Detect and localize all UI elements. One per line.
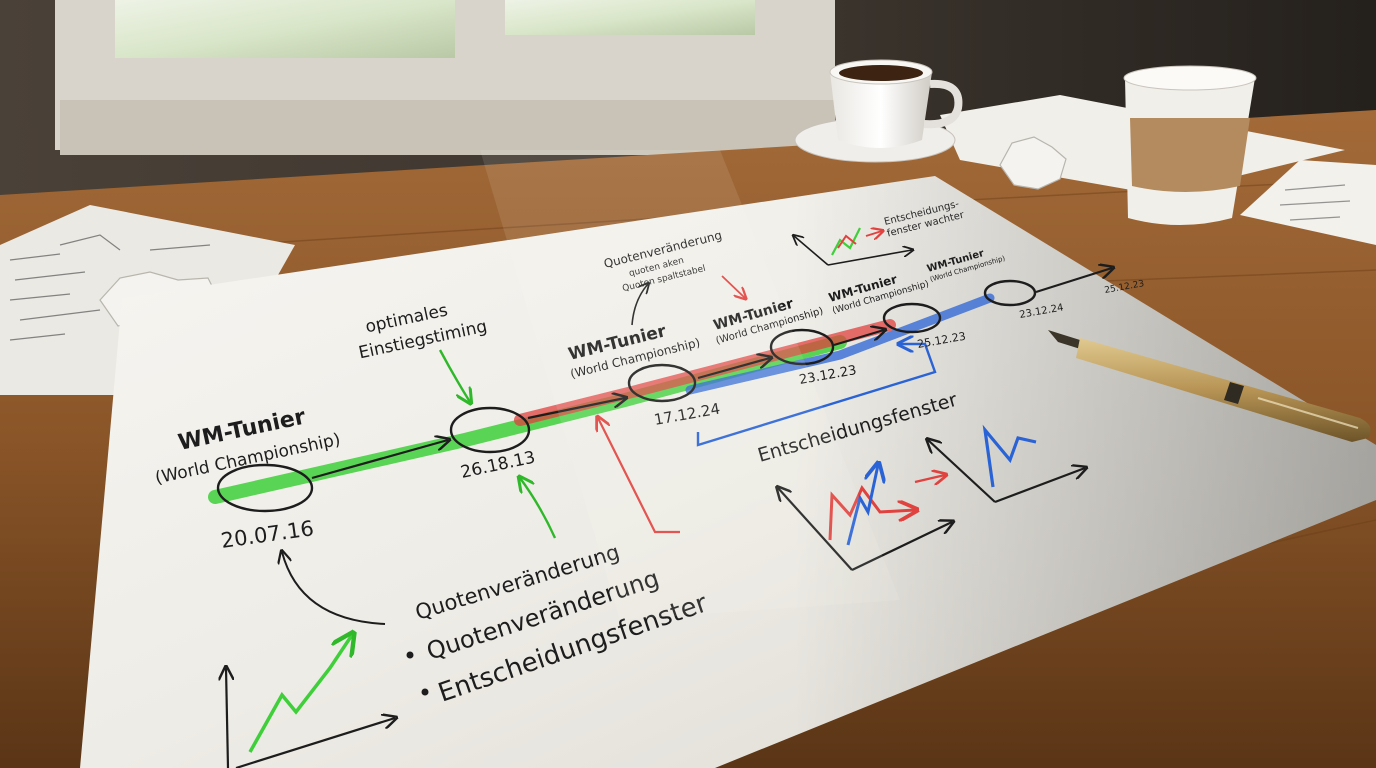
bullet-dot-1: [406, 651, 414, 659]
coffee-surface: [839, 65, 923, 81]
mini-chart-mid: [778, 465, 952, 571]
timeline-line: [311, 440, 448, 480]
curved-arrow: [282, 552, 386, 625]
mini-chart-right: [928, 424, 1085, 504]
milestone-circle-2: [449, 406, 531, 454]
milestone-circle-6: [983, 279, 1037, 307]
crumpled-paper-right: [999, 136, 1067, 190]
coffee-cup-handle: [923, 79, 963, 129]
entry-arrow: [438, 349, 470, 402]
green-up-arrow: [520, 478, 557, 539]
timeline-line-3: [697, 358, 770, 380]
sunlight-streak: [480, 150, 900, 620]
timeline-line-5: [1035, 268, 1112, 294]
timeline-line-2: [527, 398, 625, 420]
notes-scribbles-left: [9, 234, 211, 341]
odds-top-red-arrow: [721, 275, 745, 298]
red-up-arrow: [598, 418, 680, 534]
bullet-dot-2: [421, 688, 429, 696]
poster-shade: [80, 176, 1376, 768]
notes-scribbles-far-right: [1279, 184, 1351, 221]
paper-cup-sleeve: [1130, 118, 1250, 192]
odds-top-arrow: [631, 284, 648, 326]
window-pane-left: [115, 0, 455, 58]
window-pane-right: [505, 0, 755, 35]
milestone-circle-3: [627, 363, 697, 403]
window-bracket: [696, 344, 937, 447]
mini-chart-top: [794, 228, 912, 266]
mini-chart-bottom-left: [226, 635, 395, 768]
fountain-pen: [1048, 330, 1371, 442]
milestone-circle-4: [769, 328, 835, 366]
notes-paper-far-right: [1240, 160, 1376, 245]
coffee-cup: [830, 72, 932, 148]
timeline-band-red: [514, 319, 896, 426]
milestone-circle-5: [882, 302, 942, 334]
paper-cup-rim: [1123, 65, 1257, 91]
timeline-line-4: [833, 330, 884, 347]
milestone-circle-1: [216, 463, 314, 513]
window-sill: [60, 100, 835, 155]
